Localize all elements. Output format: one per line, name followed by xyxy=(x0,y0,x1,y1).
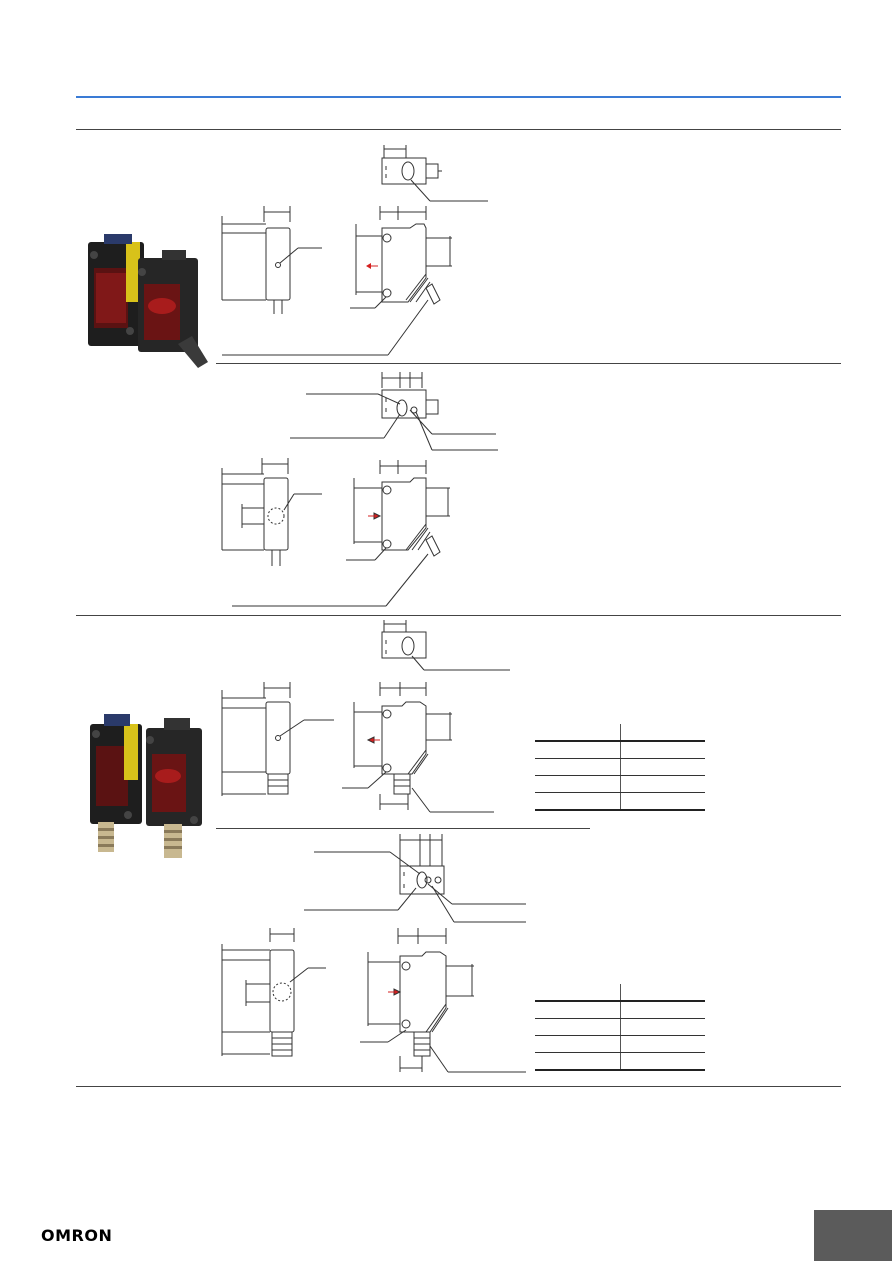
section-divider xyxy=(76,615,841,616)
front-view xyxy=(221,458,322,566)
table-row xyxy=(535,742,705,759)
side-view xyxy=(342,682,494,813)
page-corner-tab xyxy=(814,1210,892,1261)
table-row xyxy=(535,759,705,776)
section-divider xyxy=(76,1086,841,1087)
side-view xyxy=(232,460,450,607)
table-row xyxy=(535,1002,705,1019)
drawing-section-2 xyxy=(221,372,498,607)
front-view xyxy=(221,682,334,796)
pin-table-2 xyxy=(535,984,705,1071)
header-rule xyxy=(76,96,841,98)
top-view xyxy=(381,145,488,202)
table-row xyxy=(535,1053,705,1071)
side-view xyxy=(360,928,526,1073)
front-view xyxy=(221,928,326,1057)
drawing-section-3 xyxy=(221,620,510,813)
product-photo-cable xyxy=(88,234,208,368)
table-row xyxy=(535,1019,705,1036)
table-row xyxy=(535,776,705,793)
section-divider xyxy=(76,129,841,130)
top-view xyxy=(290,372,498,451)
top-view xyxy=(304,834,526,923)
drawing-section-1 xyxy=(221,145,488,356)
drawing-section-4 xyxy=(221,834,526,1073)
table-header-row xyxy=(535,724,705,742)
omron-logo: OMRON xyxy=(41,1226,113,1245)
pin-table-1 xyxy=(535,724,705,811)
product-photo-connector xyxy=(90,714,202,858)
section-divider xyxy=(216,363,841,364)
table-row xyxy=(535,793,705,811)
section-divider xyxy=(216,828,590,829)
top-view xyxy=(381,620,510,671)
table-header-row xyxy=(535,984,705,1002)
front-view xyxy=(221,206,322,314)
table-row xyxy=(535,1036,705,1053)
side-view xyxy=(222,206,452,356)
